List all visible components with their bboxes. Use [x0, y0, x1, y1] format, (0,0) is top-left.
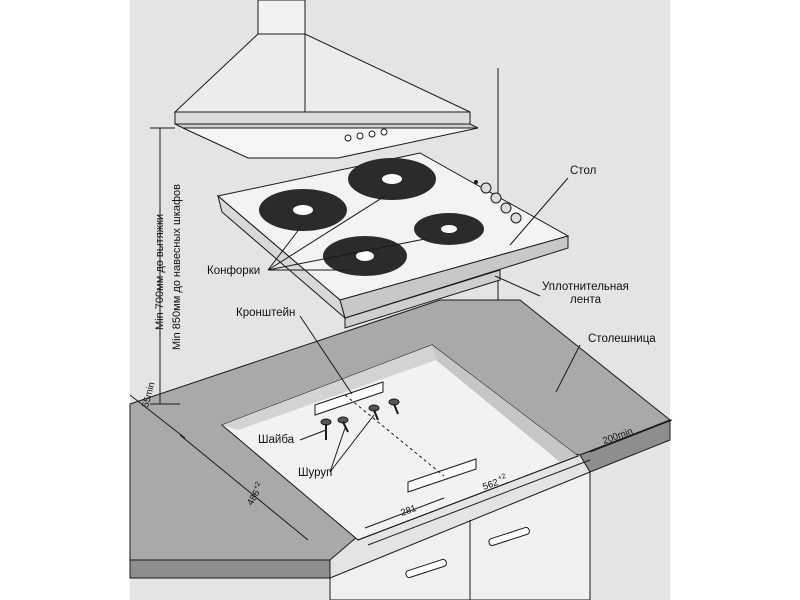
dim-half-width: 281	[399, 503, 418, 519]
label-countertop: Столешница	[588, 333, 656, 345]
label-seal-line1: Уплотнительная	[542, 281, 629, 293]
dimension-lines	[129, 127, 673, 546]
label-washer: Шайба	[258, 434, 295, 446]
dim-cutout-width-tol: +2	[497, 473, 507, 482]
screw-right	[368, 404, 380, 421]
hob	[216, 152, 570, 320]
label-hob: Стол	[570, 165, 596, 177]
bracket-bottom	[407, 458, 477, 493]
label-seal-line2: лента	[570, 294, 602, 306]
burner-front-right	[414, 213, 484, 245]
label-hood-clearance: Min 700мм до вытяжки	[154, 214, 166, 330]
screw-far	[388, 398, 400, 415]
label-burners: Конфорки	[207, 265, 260, 277]
burner-back-right	[348, 158, 436, 200]
hood-control-knobs	[344, 128, 388, 142]
screw-mid	[337, 416, 349, 433]
dim-cutout-width: 562 +2	[481, 473, 507, 493]
lower-cabinet	[329, 471, 591, 600]
hob-burners	[259, 158, 484, 276]
burner-back-left	[259, 189, 347, 231]
countertop	[129, 299, 671, 579]
cooker-hood	[173, 0, 479, 159]
hob-control-knobs	[474, 180, 522, 224]
dim-cutout-width-value: 562	[481, 477, 500, 493]
label-bracket: Кронштейн	[236, 307, 295, 319]
bracket-top	[314, 381, 384, 416]
mounting-hardware	[314, 381, 477, 493]
screw-left	[320, 418, 332, 440]
drawer-handle	[488, 526, 530, 547]
drawer-handle	[405, 558, 447, 579]
burner-front-left	[323, 236, 407, 276]
dim-cutout-depth-tol: +2	[252, 481, 262, 492]
leader-lines	[267, 177, 581, 473]
label-cabinet-clearance: Min 850мм до навесных шкафов	[171, 184, 183, 350]
label-screw: Шуруп	[298, 467, 332, 479]
